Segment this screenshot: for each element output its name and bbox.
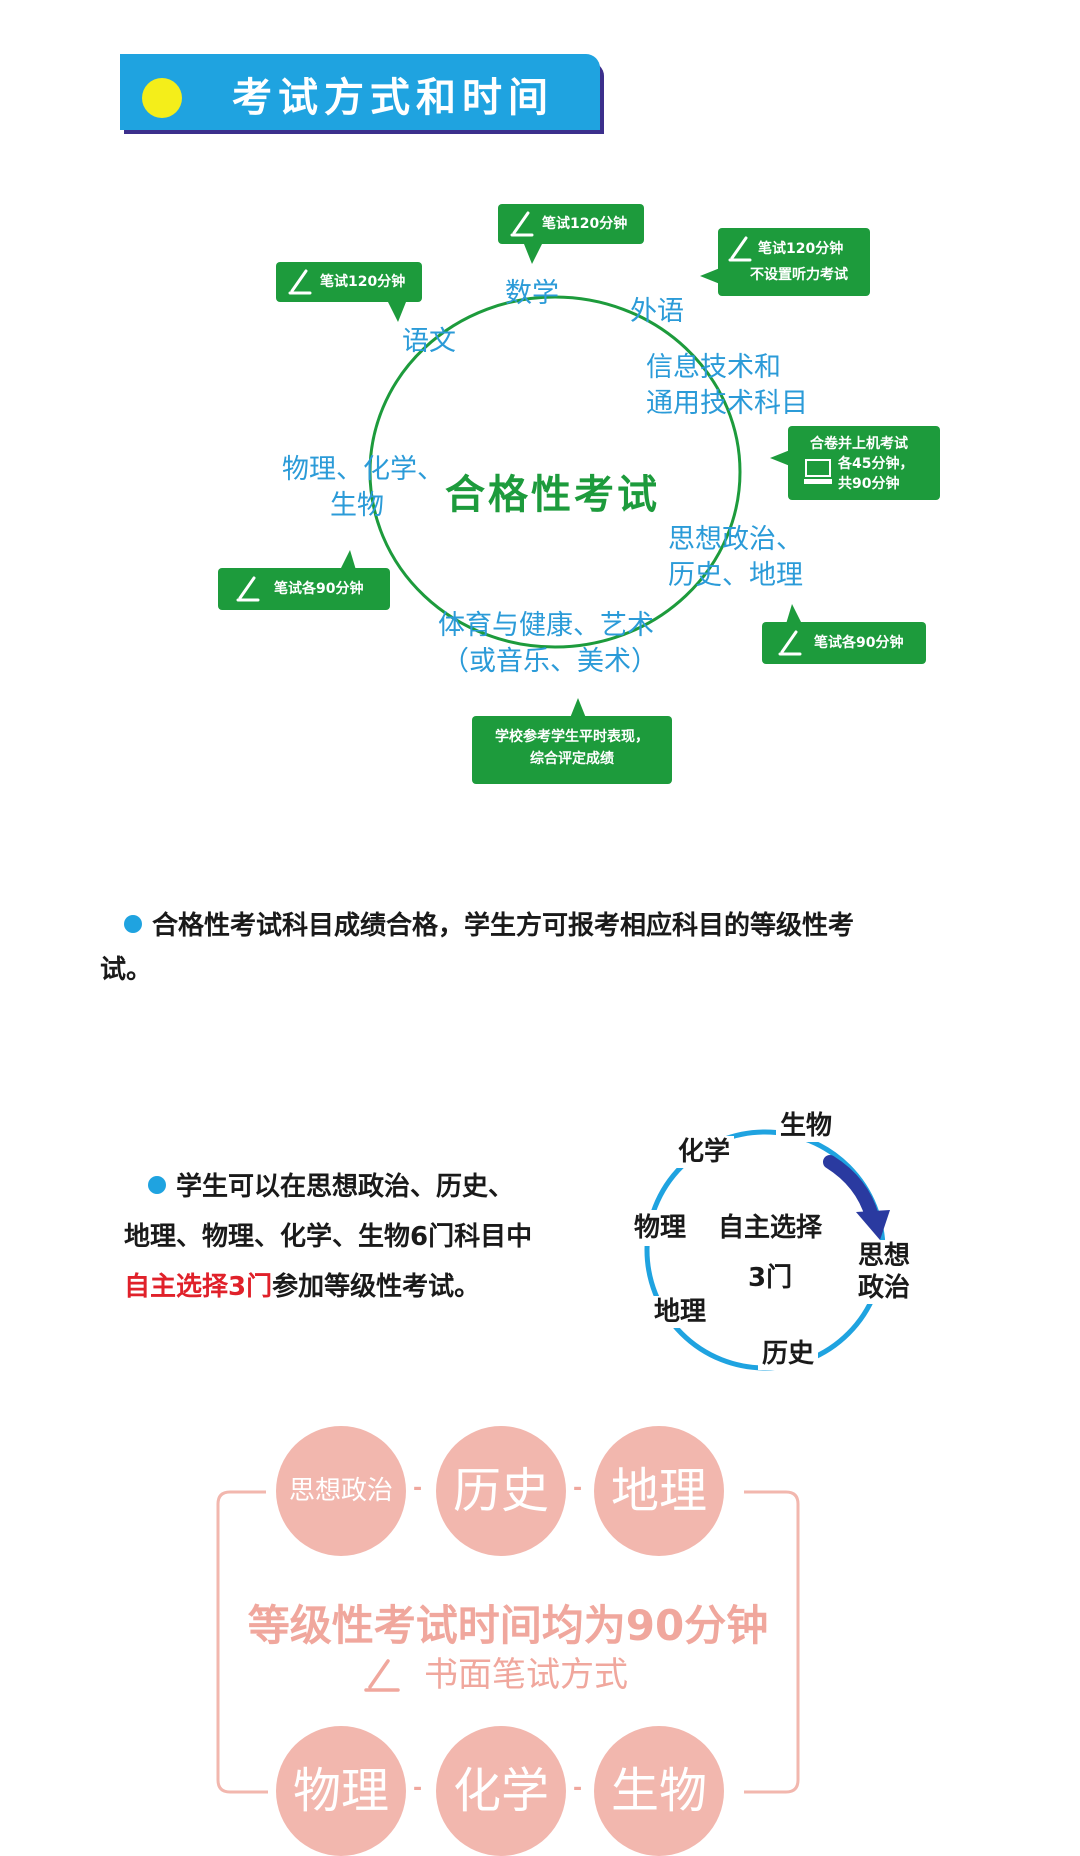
elective-politics-line2: 政治 — [854, 1272, 915, 1304]
subject-humanities-line2: 历史、地理 — [668, 560, 803, 591]
header-banner — [120, 54, 600, 130]
computer-icon — [804, 459, 832, 484]
paragraph-pass-line1: 合格性考试科目成绩合格，学生方可报考相应科目的等级性考 — [152, 911, 855, 941]
pen-icon — [778, 630, 802, 656]
grade-exam-method-text: 书面笔试方式 — [424, 1655, 628, 1695]
bubble-it-line2: 各45分钟， — [838, 456, 914, 472]
grade-subject-chemistry: 化学 — [436, 1726, 566, 1856]
bullet-dot — [148, 1175, 166, 1194]
page-title: 考试方式和时间 — [232, 75, 554, 121]
pen-icon — [510, 211, 534, 237]
bullet-dot — [124, 914, 142, 933]
pen-icon — [364, 1659, 400, 1692]
bubble-science: 笔试各90分钟 — [218, 550, 390, 610]
grade-exam-headline: 等级性考试时间均为90分钟 — [247, 1601, 769, 1650]
elective-chemistry: 化学 — [674, 1136, 735, 1168]
grade-exam-frame — [216, 1490, 800, 1794]
bubble-chinese-text: 笔试120分钟 — [320, 274, 406, 290]
arrow-icon — [823, 1155, 879, 1223]
grade-subject-geography: 地理 — [594, 1426, 724, 1556]
elective-center-line1: 自主选择 — [718, 1213, 823, 1243]
paragraph-elective-highlight: 自主选择3门 — [124, 1272, 273, 1302]
subject-pe-arts-line1: 体育与健康、艺术 — [438, 610, 654, 641]
elective-biology: 生物 — [776, 1110, 837, 1142]
bubble-chinese: 笔试120分钟 — [276, 262, 422, 322]
subject-humanities-line1: 思想政治、 — [668, 524, 803, 555]
elective-history: 历史 — [758, 1338, 819, 1370]
bubble-pe-arts: 学校参考学生平时表现， 综合评定成绩 — [472, 698, 672, 784]
paragraph-pass-requirement: 合格性考试科目成绩合格，学生方可报考相应科目的等级性考 试。 — [100, 904, 1000, 992]
bubble-foreign-line2: 不设置听力考试 — [750, 267, 848, 283]
bubble-humanities-text: 笔试各90分钟 — [814, 635, 904, 651]
separator: - — [413, 1476, 423, 1501]
subject-science-line2: 生物 — [330, 490, 384, 521]
subject-chinese: 语文 — [402, 326, 456, 357]
bubble-it: 合卷并上机考试 各45分钟， 共90分钟 — [770, 426, 940, 500]
paragraph-elective-line2: 地理、物理、化学、生物6门科目中 — [124, 1222, 533, 1252]
bubble-science-text: 笔试各90分钟 — [274, 581, 364, 597]
paragraph-elective: 学生可以在思想政治、历史、 地理、物理、化学、生物6门科目中 自主选择3门参加等… — [124, 1162, 644, 1312]
grade-subject-physics: 物理 — [276, 1726, 406, 1856]
subject-math: 数学 — [505, 278, 559, 309]
elective-physics: 物理 — [630, 1210, 691, 1246]
grade-subject-biology: 生物 — [594, 1726, 724, 1856]
pen-icon — [728, 236, 752, 262]
bubble-foreign-line1: 笔试120分钟 — [758, 241, 844, 257]
bubble-it-line3: 共90分钟 — [838, 476, 900, 492]
pass-exam-circle — [368, 295, 742, 649]
separator: - — [573, 1476, 583, 1501]
paragraph-pass-line2: 试。 — [100, 955, 153, 985]
bubble-pe-line2: 综合评定成绩 — [530, 751, 614, 767]
elective-politics-line1: 思想 — [854, 1240, 915, 1272]
paragraph-elective-line3: 参加等级性考试。 — [272, 1272, 481, 1302]
pen-icon — [236, 576, 260, 602]
bubble-it-line1: 合卷并上机考试 — [810, 436, 908, 452]
pen-icon — [288, 269, 312, 295]
paragraph-elective-line1: 学生可以在思想政治、历史、 — [176, 1172, 515, 1202]
separator: - — [413, 1776, 423, 1801]
subject-it-line1: 信息技术和 — [646, 352, 781, 383]
subject-it-line2: 通用技术科目 — [646, 388, 808, 419]
subject-foreign-language: 外语 — [630, 296, 684, 327]
subject-pe-arts-line2: （或音乐、美术） — [442, 646, 658, 677]
bubble-foreign-language: 笔试120分钟 不设置听力考试 — [700, 228, 870, 296]
separator: - — [573, 1776, 583, 1801]
bubble-pe-line1: 学校参考学生平时表现， — [495, 729, 649, 745]
grade-subject-history: 历史 — [436, 1426, 566, 1556]
header-bullet-dot — [142, 78, 182, 118]
elective-center-line2: 3门 — [748, 1263, 793, 1293]
elective-geography: 地理 — [650, 1296, 711, 1328]
bubble-math: 笔试120分钟 — [498, 204, 644, 264]
grade-subject-politics: 思想政治 — [276, 1426, 406, 1556]
pass-exam-title: 合格性考试 — [445, 472, 660, 518]
bubble-humanities: 笔试各90分钟 — [762, 604, 926, 664]
subject-science-line1: 物理、化学、 — [282, 454, 444, 485]
bubble-math-text: 笔试120分钟 — [542, 216, 628, 232]
